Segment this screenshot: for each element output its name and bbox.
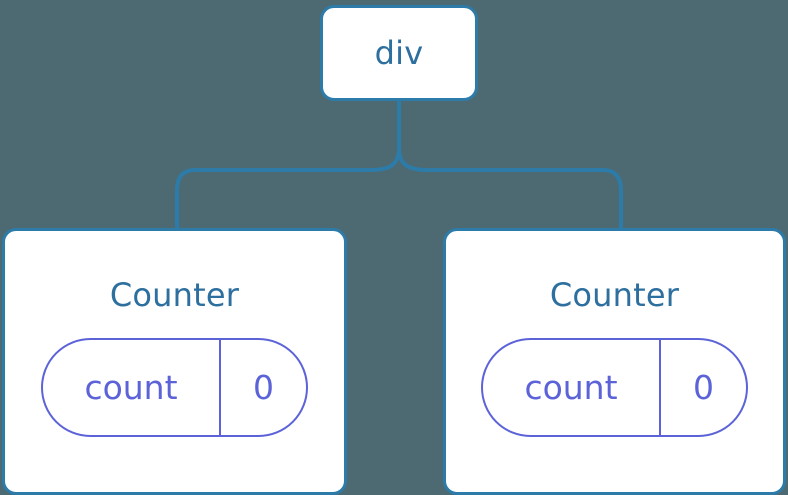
node-counter-right-label: Counter [549, 276, 680, 314]
state-value-left: 0 [253, 368, 274, 407]
state-divider-right [659, 340, 661, 435]
node-counter-left[interactable]: Counter count 0 [2, 228, 347, 495]
state-key-right: count [524, 368, 618, 407]
node-counter-left-label: Counter [109, 276, 240, 314]
edge-root-to-left-counter [175, 146, 401, 230]
state-pill-right[interactable]: count 0 [481, 338, 748, 437]
node-div-label: div [374, 34, 424, 72]
state-value-right: 0 [693, 368, 714, 407]
state-pill-left[interactable]: count 0 [41, 338, 308, 437]
state-key-left: count [84, 368, 178, 407]
node-counter-right[interactable]: Counter count 0 [443, 228, 786, 495]
state-divider-left [219, 340, 221, 435]
edge-root-to-right-counter [397, 146, 623, 230]
node-div[interactable]: div [320, 5, 478, 101]
